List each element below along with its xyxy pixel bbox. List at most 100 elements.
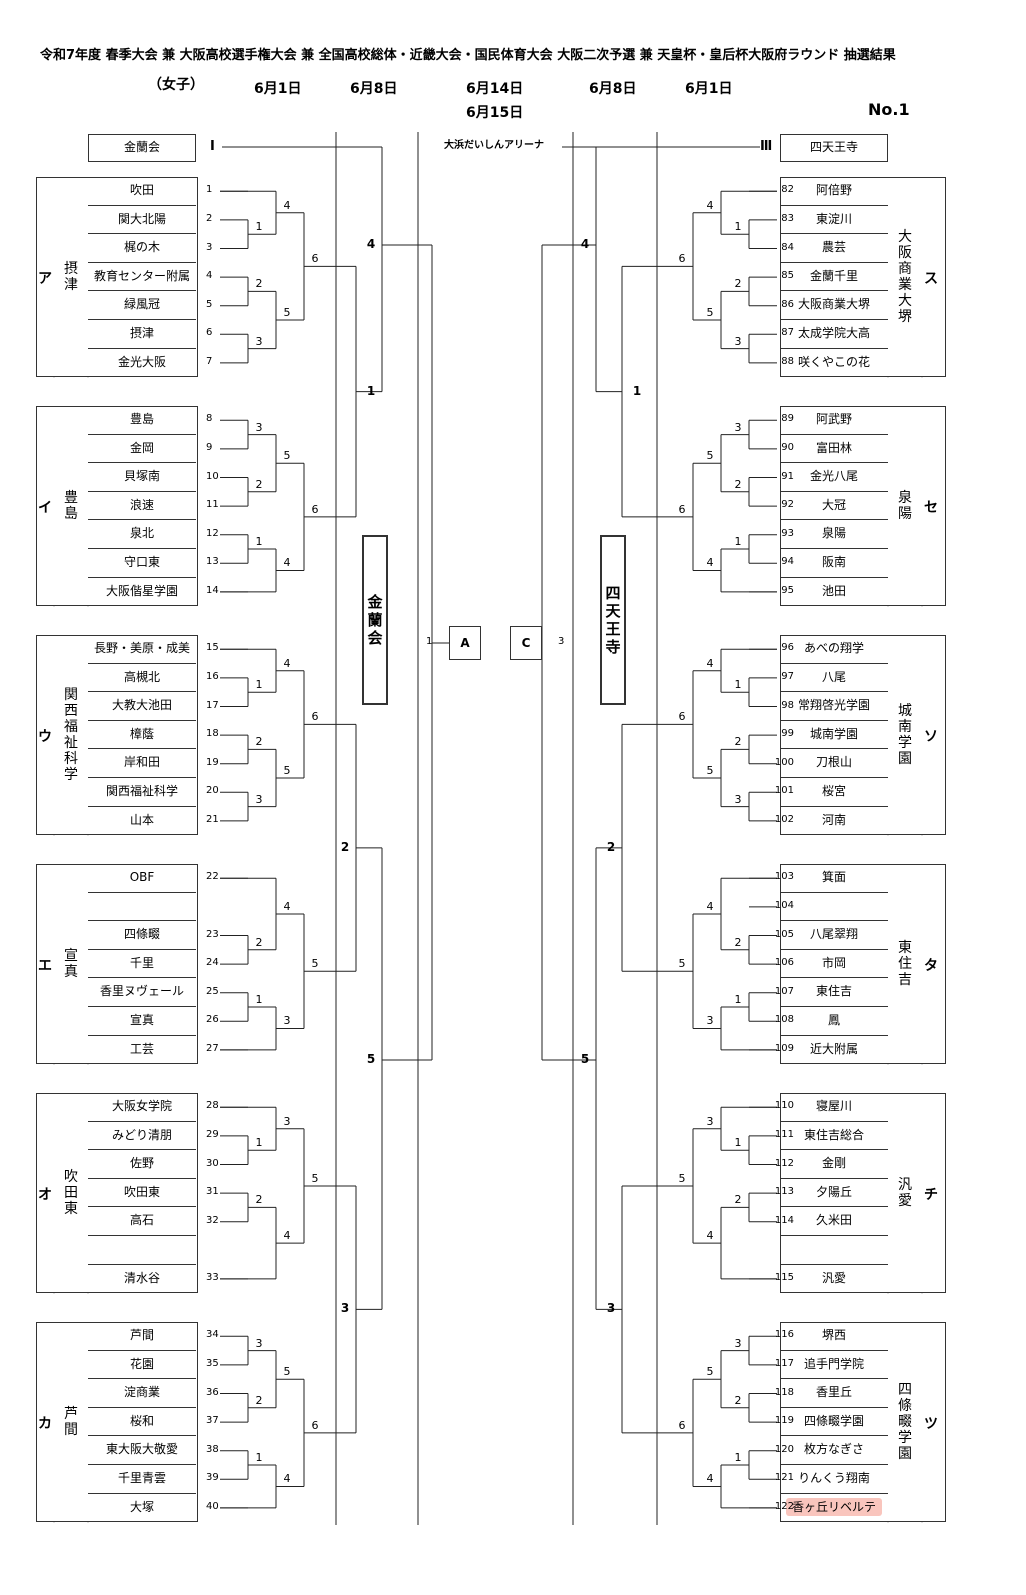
block-district: 関西福祉科学 <box>54 687 88 783</box>
seed-number: 90 <box>781 441 794 453</box>
game-number: 3 <box>255 334 263 348</box>
seed-number: 30 <box>206 1157 219 1169</box>
team-name: 東住吉総合 <box>780 1122 888 1151</box>
team-name: りんくう翔南 <box>780 1465 888 1494</box>
seed-number: 21 <box>206 813 219 825</box>
team-name: 枚方なぎさ <box>780 1436 888 1465</box>
district-char: 間 <box>64 1422 78 1439</box>
seed-number: 5 <box>206 298 213 310</box>
team-name: 阿倍野 <box>780 177 888 206</box>
label-char: 会 <box>367 629 383 647</box>
game-number: 5 <box>283 1365 291 1379</box>
team-name: 金蘭千里 <box>780 263 888 292</box>
team-name: 阪南 <box>780 549 888 578</box>
seed-mark: Ⅲ <box>760 139 773 154</box>
mid-game-number: 5 <box>580 1052 590 1066</box>
seed-number: 2 <box>206 212 213 224</box>
mid-game-number: 3 <box>340 1301 350 1316</box>
final-number-1: 1 <box>426 636 433 647</box>
block-letter: ア <box>38 271 52 288</box>
seed-number: 32 <box>206 1214 219 1226</box>
district-char: 園 <box>898 751 912 768</box>
block-letter: ツ <box>924 1416 938 1433</box>
team-name: 富田林 <box>780 435 888 464</box>
block-district: 四條畷学園 <box>888 1382 922 1462</box>
block-district: 豊島 <box>54 490 88 522</box>
seed-number: 113 <box>774 1186 794 1198</box>
highlighted-team: 香ヶ丘リベルテ <box>785 1497 882 1516</box>
game-number: 4 <box>706 1229 714 1243</box>
team-name: 守口東 <box>88 549 196 578</box>
district-char: 陽 <box>898 506 912 523</box>
block-frame <box>780 635 946 836</box>
game-number: 3 <box>255 792 263 806</box>
district-char: 愛 <box>898 1193 912 1210</box>
game-number: 2 <box>734 477 742 491</box>
game-number: 1 <box>255 993 263 1006</box>
team-name: 金光八尾 <box>780 463 888 492</box>
game-number: 4 <box>283 656 291 670</box>
district-char: 西 <box>64 703 78 720</box>
seed-number: 92 <box>781 499 794 511</box>
team-name: 大教大池田 <box>88 692 196 721</box>
mid-game-number: 2 <box>606 839 616 854</box>
seed-number: 14 <box>206 584 219 596</box>
district-char: 城 <box>898 703 912 720</box>
game-number: 3 <box>706 1014 714 1028</box>
seed-number: 110 <box>774 1100 794 1112</box>
game-number: 4 <box>706 198 714 212</box>
district-char: 学 <box>898 1430 912 1447</box>
district-char: 東 <box>64 1201 78 1218</box>
block-frame <box>780 1093 946 1294</box>
team-name: 香里丘 <box>780 1379 888 1408</box>
district-char: 津 <box>64 277 78 294</box>
team-name: 高槻北 <box>88 664 196 693</box>
seed-number: 121 <box>774 1472 794 1484</box>
seed-number: 96 <box>781 642 794 654</box>
team-name: 農芸 <box>780 234 888 263</box>
game-number: 2 <box>734 1193 742 1207</box>
block-frame <box>36 1322 198 1523</box>
mid-game-number: 4 <box>366 237 376 251</box>
seed-number: 18 <box>206 728 219 740</box>
final-left-label-text: 金蘭会 <box>362 593 388 647</box>
seed-number: 118 <box>774 1386 794 1398</box>
seed-number: 89 <box>781 413 794 425</box>
team-name: 浪速 <box>88 492 196 521</box>
final-box-c: C <box>510 626 542 660</box>
game-number: 1 <box>255 220 263 234</box>
game-number: 2 <box>255 935 263 949</box>
team-name: 宣真 <box>88 1007 196 1036</box>
final-right-label-text: 四天王寺 <box>600 584 626 656</box>
team-name: 豊島 <box>88 406 196 435</box>
seed-number: 97 <box>781 670 794 682</box>
seed-number: 36 <box>206 1386 219 1398</box>
seed-mark: Ⅰ <box>210 139 215 154</box>
game-number: 6 <box>678 252 686 266</box>
page-number: No.1 <box>868 100 910 119</box>
game-number: 3 <box>734 334 742 348</box>
seed-number: 25 <box>206 985 219 997</box>
team-name: 金光大阪 <box>117 354 166 369</box>
district-char: 学 <box>898 735 912 752</box>
team-name: 樟蔭 <box>88 721 196 750</box>
seed-number: 12 <box>206 527 219 539</box>
seed-number: 8 <box>206 413 213 425</box>
game-number: 5 <box>311 1171 319 1185</box>
game-number: 2 <box>255 277 263 291</box>
game-number: 6 <box>311 710 319 724</box>
game-number: 3 <box>283 1014 291 1028</box>
seed-number: 7 <box>206 355 213 367</box>
team-name: 城南学園 <box>780 721 888 750</box>
district-char: 豊 <box>64 490 78 507</box>
district-char: 真 <box>64 964 78 981</box>
district-char: 商 <box>898 261 912 278</box>
block-letter: カ <box>38 1416 52 1433</box>
seed-number: 82 <box>781 184 794 196</box>
seed-number: 94 <box>781 556 794 568</box>
district-char: 園 <box>898 1446 912 1463</box>
final-right-label <box>600 535 626 705</box>
game-number: 2 <box>734 1393 742 1407</box>
team-name: 淀商業 <box>88 1379 196 1408</box>
game-number: 5 <box>283 306 291 319</box>
